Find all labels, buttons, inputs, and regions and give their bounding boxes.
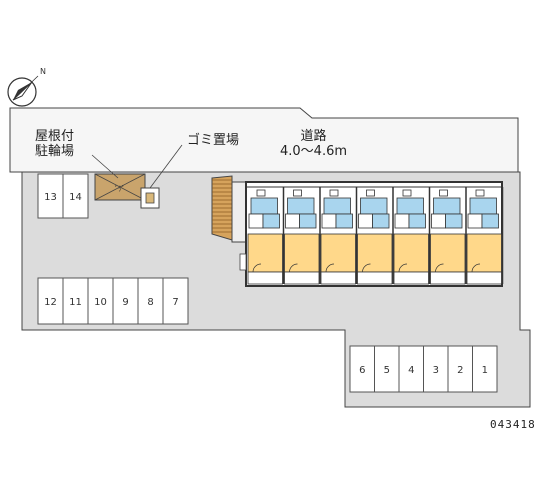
- parking-space: 13: [37, 173, 64, 219]
- apartment-unit: [357, 189, 393, 285]
- road-label: 道路 4.0～4.6m: [280, 129, 348, 160]
- apartment-building: [239, 181, 504, 287]
- apartment-unit: [430, 189, 466, 285]
- apartment-unit: [393, 189, 429, 285]
- parking-space-number: 1: [482, 365, 488, 376]
- garbage-pointer: [149, 144, 183, 189]
- apartment-unit: [284, 189, 320, 285]
- parking-space: 1: [472, 345, 498, 393]
- parking-space-number: 10: [94, 297, 107, 308]
- garbage-label: ゴミ置場: [187, 133, 240, 148]
- parking-space-number: 11: [69, 297, 82, 308]
- bike-parking-label-line2: 駐輪場: [35, 143, 75, 159]
- parking-space-number: 7: [172, 297, 178, 308]
- apartment-unit: [320, 189, 356, 285]
- parking-space: 5: [374, 345, 400, 393]
- parking-space-number: 6: [359, 365, 365, 376]
- parking-space: 4: [398, 345, 424, 393]
- parking-space: 2: [447, 345, 473, 393]
- road-name: 道路: [300, 129, 327, 144]
- apartment-unit: [247, 189, 283, 285]
- north-compass: N: [7, 67, 46, 107]
- bike-shelter: ﾟｸﾟ: [94, 173, 146, 201]
- parking-space: 9: [112, 277, 139, 325]
- road: [9, 107, 519, 173]
- road-width: 4.0～4.6m: [280, 143, 348, 159]
- parking-space: 7: [162, 277, 189, 325]
- bike-pointer: [91, 154, 119, 179]
- garbage-box: [140, 187, 160, 209]
- bike-parking-label-line1: 屋根付: [35, 129, 75, 144]
- svg-text:ﾟｸﾟ: ﾟｸﾟ: [115, 185, 126, 193]
- parking-space: 10: [87, 277, 114, 325]
- parking-space-number: 12: [44, 297, 57, 308]
- parking-space-number: 9: [122, 297, 128, 308]
- parking-space: 3: [423, 345, 449, 393]
- parking-space: 6: [349, 345, 375, 393]
- parking-space-number: 2: [457, 365, 463, 376]
- parking-space-number: 5: [384, 365, 390, 376]
- parking-space-number: 14: [69, 192, 82, 203]
- parking-space-number: 3: [433, 365, 439, 376]
- property-code: 043418: [490, 418, 536, 431]
- parking-space-number: 8: [147, 297, 153, 308]
- bike-parking-label: 屋根付 駐輪場: [35, 129, 75, 160]
- north-label: N: [40, 67, 46, 76]
- stairs: [211, 175, 247, 243]
- parking-space: 14: [62, 173, 89, 219]
- parking-space: 12: [37, 277, 64, 325]
- parking-space: 8: [137, 277, 164, 325]
- parking-space: 11: [62, 277, 89, 325]
- apartment-unit: [466, 189, 502, 285]
- parking-space-number: 4: [408, 365, 414, 376]
- parking-space-number: 13: [44, 192, 57, 203]
